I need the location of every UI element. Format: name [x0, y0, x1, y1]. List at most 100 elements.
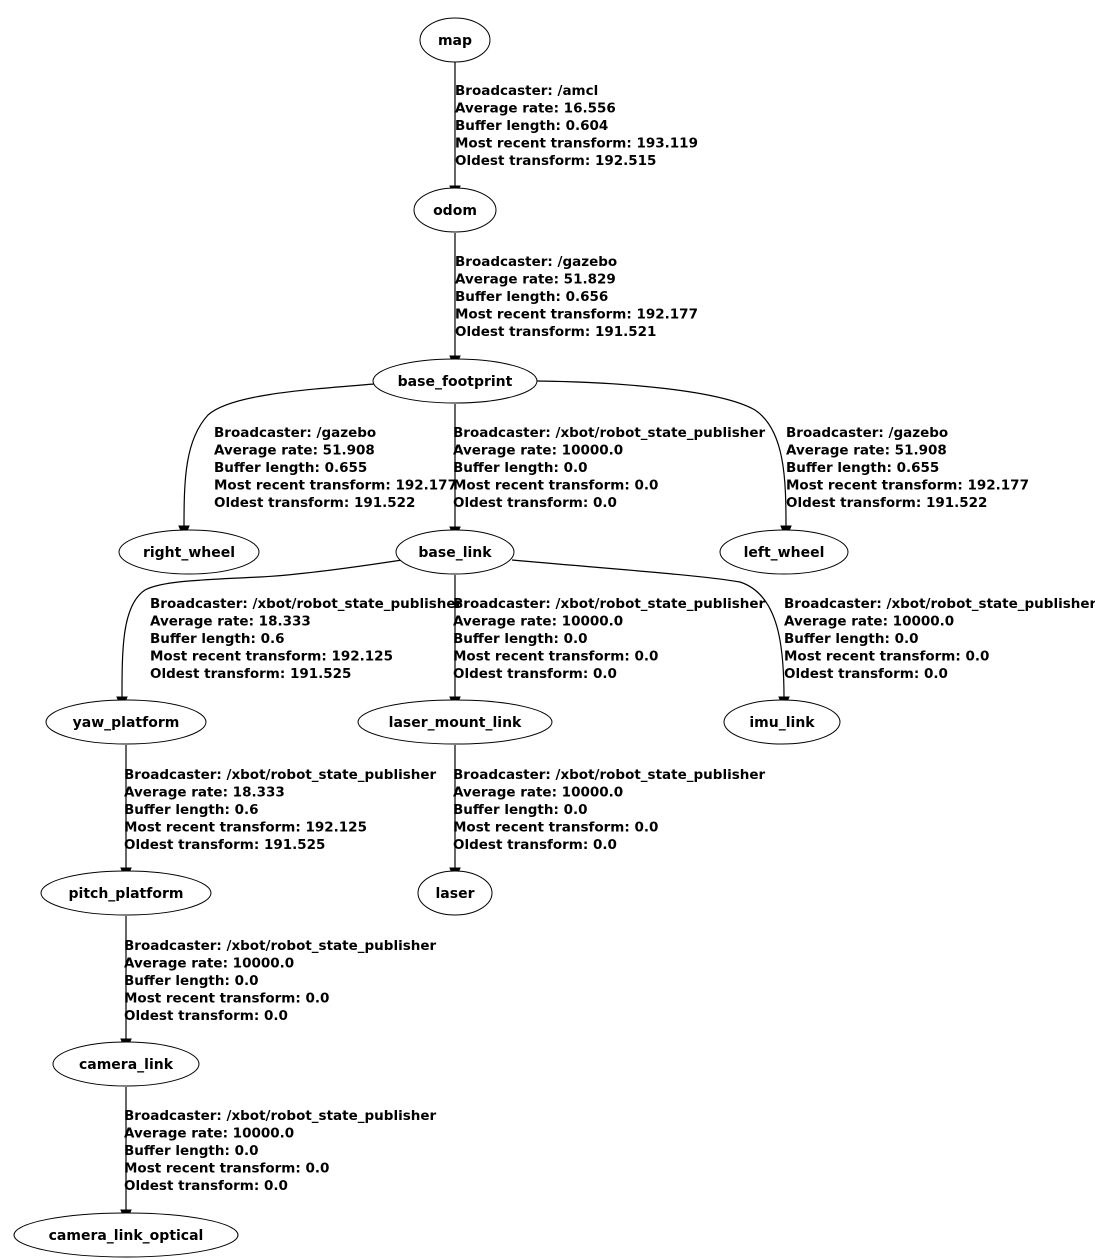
svg-text:Broadcaster: /xbot/robot_state: Broadcaster: /xbot/robot_state_publisher… — [453, 425, 770, 511]
edge-yaw-platform-pitch-platform-line-4: Most recent transform: 192.125 — [124, 820, 367, 836]
node-base-link-label: base_link — [418, 545, 492, 561]
svg-text:Broadcaster: /xbot/robot_state: Broadcaster: /xbot/robot_state_publisher… — [124, 1108, 441, 1194]
edge-map-odom-line-3: Buffer length: 0.604 — [455, 118, 608, 134]
node-yaw-platform-label: yaw_platform — [73, 715, 180, 731]
edge-base-footprint-base-link-line-4: Most recent transform: 0.0 — [453, 478, 658, 494]
edge-base-footprint-right-wheel-line-4: Most recent transform: 192.177 — [214, 478, 457, 494]
edge-base-link-imu-link-line-5: Oldest transform: 0.0 — [784, 666, 948, 682]
svg-text:Broadcaster: /xbot/robot_state: Broadcaster: /xbot/robot_state_publisher… — [124, 938, 441, 1024]
svg-text:Broadcaster: /gazebo Ave: Broadcaster: /gazebo Average rate: 51.90… — [214, 425, 462, 511]
edge-laser-mount-link-laser-line-2: Average rate: 10000.0 — [453, 785, 623, 801]
svg-text:Broadcaster: /xbot/robot_state: Broadcaster: /xbot/robot_state_publisher… — [124, 767, 441, 853]
edge-odom-base-footprint-line-4: Most recent transform: 192.177 — [455, 307, 698, 323]
edge-base-link-laser-mount-link-line-4: Most recent transform: 0.0 — [453, 649, 658, 665]
edge-laser-mount-link-laser: Broadcaster: /xbot/robot_state_publisher… — [449, 745, 765, 882]
svg-text:Broadcaster: /gazebo Ave: Broadcaster: /gazebo Average rate: 51.82… — [455, 254, 703, 340]
edge-map-odom-line-1: Broadcaster: /amcl — [455, 83, 598, 99]
node-map: map — [419, 17, 491, 63]
edge-base-link-imu-link-line-2: Average rate: 10000.0 — [784, 614, 954, 630]
edge-base-link-laser-mount-link-line-5: Oldest transform: 0.0 — [453, 666, 617, 682]
node-laser-mount-link-label: laser_mount_link — [389, 715, 522, 731]
node-imu-link-label: imu_link — [749, 715, 815, 731]
edge-pitch-platform-camera-link-line-2: Average rate: 10000.0 — [124, 956, 294, 972]
node-pitch-platform: pitch_platform — [40, 870, 212, 916]
edge-base-footprint-left-wheel-line-3: Buffer length: 0.655 — [786, 460, 939, 476]
svg-text:Broadcaster: /gazebo Ave: Broadcaster: /gazebo Average rate: 51.90… — [786, 425, 1034, 511]
edge-pitch-platform-camera-link-line-4: Most recent transform: 0.0 — [124, 991, 329, 1007]
node-imu-link: imu_link — [723, 699, 841, 745]
edge-map-odom-line-4: Most recent transform: 193.119 — [455, 136, 698, 152]
edge-base-link-yaw-platform-line-3: Buffer length: 0.6 — [150, 631, 285, 647]
edge-base-footprint-base-link-line-1: Broadcaster: /xbot/robot_state_publisher — [453, 425, 765, 441]
node-laser-mount-link: laser_mount_link — [357, 699, 553, 745]
svg-text:Broadcaster: /xbot/robot_state: Broadcaster: /xbot/robot_state_publisher… — [453, 596, 770, 682]
svg-text:Broadcaster: /xbot/robot_state: Broadcaster: /xbot/robot_state_publisher… — [784, 596, 1095, 682]
edge-odom-base-footprint-line-2: Average rate: 51.829 — [455, 272, 616, 288]
edge-laser-mount-link-laser-line-1: Broadcaster: /xbot/robot_state_publisher — [453, 767, 765, 783]
edge-camera-link-camera-link-optical-line-1: Broadcaster: /xbot/robot_state_publisher — [124, 1108, 436, 1124]
edge-odom-base-footprint-line-3: Buffer length: 0.656 — [455, 289, 608, 305]
edge-base-link-yaw-platform: Broadcaster: /xbot/robot_state_publisher… — [116, 559, 462, 711]
edge-map-odom-line-5: Oldest transform: 192.515 — [455, 153, 656, 169]
node-odom-label: odom — [433, 203, 477, 219]
edge-base-footprint-left-wheel-line-5: Oldest transform: 191.522 — [786, 495, 987, 511]
edge-camera-link-camera-link-optical-line-5: Oldest transform: 0.0 — [124, 1178, 288, 1194]
edge-yaw-platform-pitch-platform-line-1: Broadcaster: /xbot/robot_state_publisher — [124, 767, 436, 783]
node-odom: odom — [413, 187, 497, 233]
edge-laser-mount-link-laser-line-5: Oldest transform: 0.0 — [453, 837, 617, 853]
edge-base-footprint-right-wheel: Broadcaster: /gazebo Average rate: 51.90… — [178, 383, 462, 540]
edge-base-link-imu-link-line-3: Buffer length: 0.0 — [784, 631, 919, 647]
edge-base-footprint-base-link-line-3: Buffer length: 0.0 — [453, 460, 588, 476]
edge-base-footprint-right-wheel-line-3: Buffer length: 0.655 — [214, 460, 367, 476]
node-yaw-platform: yaw_platform — [45, 699, 207, 745]
edge-laser-mount-link-laser-line-3: Buffer length: 0.0 — [453, 802, 588, 818]
edge-camera-link-camera-link-optical-line-2: Average rate: 10000.0 — [124, 1126, 294, 1142]
edge-yaw-platform-pitch-platform: Broadcaster: /xbot/robot_state_publisher… — [120, 745, 441, 882]
node-left-wheel: left_wheel — [719, 529, 849, 575]
edge-pitch-platform-camera-link-line-3: Buffer length: 0.0 — [124, 973, 259, 989]
edge-base-link-imu-link-line-1: Broadcaster: /xbot/robot_state_publisher — [784, 596, 1095, 612]
node-camera-link: camera_link — [52, 1041, 200, 1087]
node-base-footprint: base_footprint — [372, 358, 538, 404]
edge-base-footprint-left-wheel: Broadcaster: /gazebo Average rate: 51.90… — [536, 380, 1034, 540]
edge-base-link-imu-link: Broadcaster: /xbot/robot_state_publisher… — [511, 559, 1095, 711]
edge-camera-link-camera-link-optical-line-4: Most recent transform: 0.0 — [124, 1161, 329, 1177]
edge-laser-mount-link-laser-line-4: Most recent transform: 0.0 — [453, 820, 658, 836]
node-laser-label: laser — [436, 886, 475, 902]
edge-yaw-platform-pitch-platform-line-3: Buffer length: 0.6 — [124, 802, 259, 818]
node-camera-link-label: camera_link — [79, 1057, 174, 1073]
edge-base-link-laser-mount-link-line-1: Broadcaster: /xbot/robot_state_publisher — [453, 596, 765, 612]
node-left-wheel-label: left_wheel — [744, 545, 825, 561]
node-pitch-platform-label: pitch_platform — [69, 886, 184, 902]
edge-base-link-yaw-platform-line-5: Oldest transform: 191.525 — [150, 666, 351, 682]
node-base-footprint-label: base_footprint — [398, 374, 513, 390]
edge-camera-link-camera-link-optical: Broadcaster: /xbot/robot_state_publisher… — [120, 1087, 441, 1224]
edge-pitch-platform-camera-link: Broadcaster: /xbot/robot_state_publisher… — [120, 916, 441, 1053]
node-map-label: map — [438, 33, 472, 49]
edge-base-footprint-base-link-line-2: Average rate: 10000.0 — [453, 443, 623, 459]
edge-odom-base-footprint-line-1: Broadcaster: /gazebo — [455, 254, 617, 270]
edge-odom-base-footprint: Broadcaster: /gazebo Average rate: 51.82… — [449, 233, 703, 370]
edge-base-footprint-left-wheel-line-2: Average rate: 51.908 — [786, 443, 947, 459]
edge-base-footprint-right-wheel-line-5: Oldest transform: 191.522 — [214, 495, 415, 511]
edge-base-footprint-left-wheel-line-1: Broadcaster: /gazebo — [786, 425, 948, 441]
node-right-wheel-label: right_wheel — [143, 545, 235, 561]
edge-pitch-platform-camera-link-line-1: Broadcaster: /xbot/robot_state_publisher — [124, 938, 436, 954]
svg-text:Broadcaster: /amcl Avera: Broadcaster: /amcl Average rate: 16.556 … — [455, 83, 703, 169]
edge-yaw-platform-pitch-platform-line-5: Oldest transform: 191.525 — [124, 837, 325, 853]
edge-base-link-laser-mount-link-line-3: Buffer length: 0.0 — [453, 631, 588, 647]
edge-base-link-yaw-platform-line-1: Broadcaster: /xbot/robot_state_publisher — [150, 596, 462, 612]
edge-base-footprint-base-link: Broadcaster: /xbot/robot_state_publisher… — [449, 404, 770, 541]
edge-map-odom-line-2: Average rate: 16.556 — [455, 101, 616, 117]
edge-base-footprint-right-wheel-line-1: Broadcaster: /gazebo — [214, 425, 376, 441]
edge-map-odom: Broadcaster: /amcl Average rate: 16.556 … — [449, 62, 703, 200]
node-laser: laser — [417, 870, 493, 916]
node-right-wheel: right_wheel — [118, 529, 260, 575]
edge-base-link-imu-link-line-4: Most recent transform: 0.0 — [784, 649, 989, 665]
edge-base-footprint-left-wheel-line-4: Most recent transform: 192.177 — [786, 478, 1029, 494]
edge-base-link-laser-mount-link-line-2: Average rate: 10000.0 — [453, 614, 623, 630]
node-camera-link-optical: camera_link_optical — [13, 1212, 239, 1258]
node-camera-link-optical-label: camera_link_optical — [49, 1228, 204, 1244]
edge-base-link-laser-mount-link: Broadcaster: /xbot/robot_state_publisher… — [449, 575, 770, 711]
